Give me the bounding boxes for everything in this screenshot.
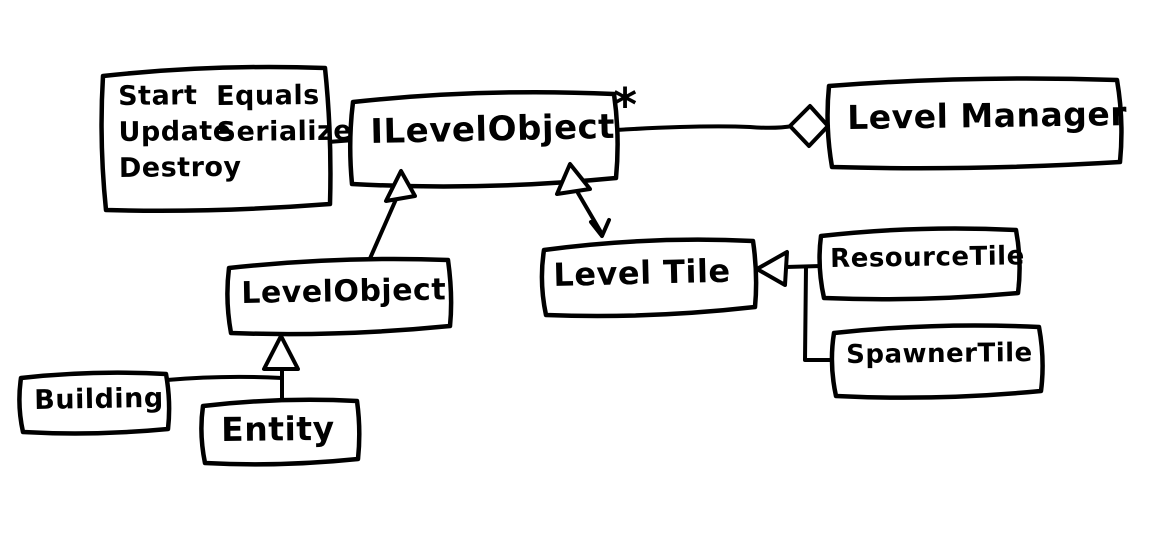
levelobject-realization-line [366,195,399,265]
leveltile-label: Level Tile [552,251,732,294]
entity-box [199,397,362,467]
connector-lines [165,124,836,405]
method-serialize: Serialize [216,115,353,148]
method-equals: Equals [215,79,320,112]
aggregation-multiplicity: * [613,78,638,132]
leveltile-box [539,237,759,319]
resourcetile-box [817,226,1022,302]
arrowheads [262,104,830,371]
ilevelobject-box [347,89,620,189]
inheritance-triangle-tiles-icon [755,250,789,287]
interface-methods-column2: Equals Serialize [215,79,353,154]
levelobject-label: LevelObject [240,272,447,311]
building-label: Building [33,382,164,416]
resourcetile-label: ResourceTile [829,241,1025,274]
aggregation-line [614,124,795,132]
levelmanager-box [825,76,1124,171]
interface-methods-box [99,64,333,213]
spawnertile-inherit-line [803,265,836,362]
spawnertile-box [829,323,1045,400]
ilevelobject-label: ILevelObject [369,106,616,152]
leveltile-realization-arrowhead [589,218,611,238]
leveltile-realization-line [576,191,604,236]
spawnertile-label: SpawnerTile [845,338,1033,370]
aggregation-diamond-icon [788,104,830,148]
node-boxes [17,64,1124,467]
levelmanager-label: Level Manager [846,94,1128,137]
resourcetile-inherit-line [784,264,823,269]
inheritance-triangle-leveltile-icon [555,162,592,196]
entity-label: Entity [220,408,335,449]
building-inherit-line [165,374,284,382]
inheritance-triangle-levelobject-icon [384,169,417,203]
building-box [17,370,172,436]
inheritance-triangle-entity-icon [262,334,300,371]
method-destroy: Destroy [118,151,242,184]
levelobject-box [225,256,454,337]
